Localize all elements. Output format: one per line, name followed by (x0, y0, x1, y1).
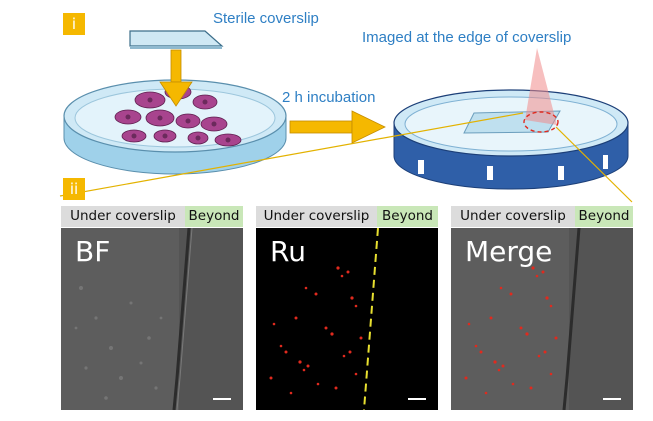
bf-beyond-label: Beyond (185, 206, 243, 227)
ru-micrograph (256, 228, 438, 410)
coverslip-edge-dashed-line (363, 228, 379, 410)
bf-title: BF (75, 235, 111, 268)
place-coverslip-arrow (159, 49, 193, 107)
imaging-beam (523, 48, 559, 133)
merge-under-coverslip-label: Under coverslip (451, 206, 575, 227)
zoom-connector-left (59, 112, 524, 197)
merge-beyond-label: Beyond (575, 206, 633, 227)
sterile-coverslip (129, 30, 224, 49)
bf-scale-bar (213, 398, 231, 400)
imaging-label: Imaged at the edge of coverslip (362, 29, 572, 46)
section-ii-badge: ii (63, 178, 85, 200)
ru-under-coverslip-label: Under coverslip (256, 206, 377, 227)
coverslip-label: Sterile coverslip (213, 10, 319, 27)
zoom-connector-right (555, 126, 633, 203)
bf-under-coverslip-label: Under coverslip (61, 206, 185, 227)
ru-image-panel: Ru (256, 228, 438, 410)
ru-beyond-label: Beyond (377, 206, 438, 227)
ru-scale-bar (408, 398, 426, 400)
incubation-arrow (289, 110, 386, 144)
merge-scale-bar (603, 398, 621, 400)
merge-title: Merge (465, 235, 553, 268)
petri-dish-with-cells (63, 79, 287, 175)
merge-image-panel: Merge (451, 228, 633, 410)
incubation-label: 2 h incubation (282, 89, 376, 106)
petri-dish-with-coverslip (393, 89, 629, 190)
merge-micrograph (451, 228, 633, 410)
bf-image-panel: BF (61, 228, 243, 410)
ru-title: Ru (270, 235, 306, 268)
bf-micrograph (61, 228, 243, 410)
section-i-badge: i (63, 13, 85, 35)
experiment-schematic (59, 30, 633, 203)
